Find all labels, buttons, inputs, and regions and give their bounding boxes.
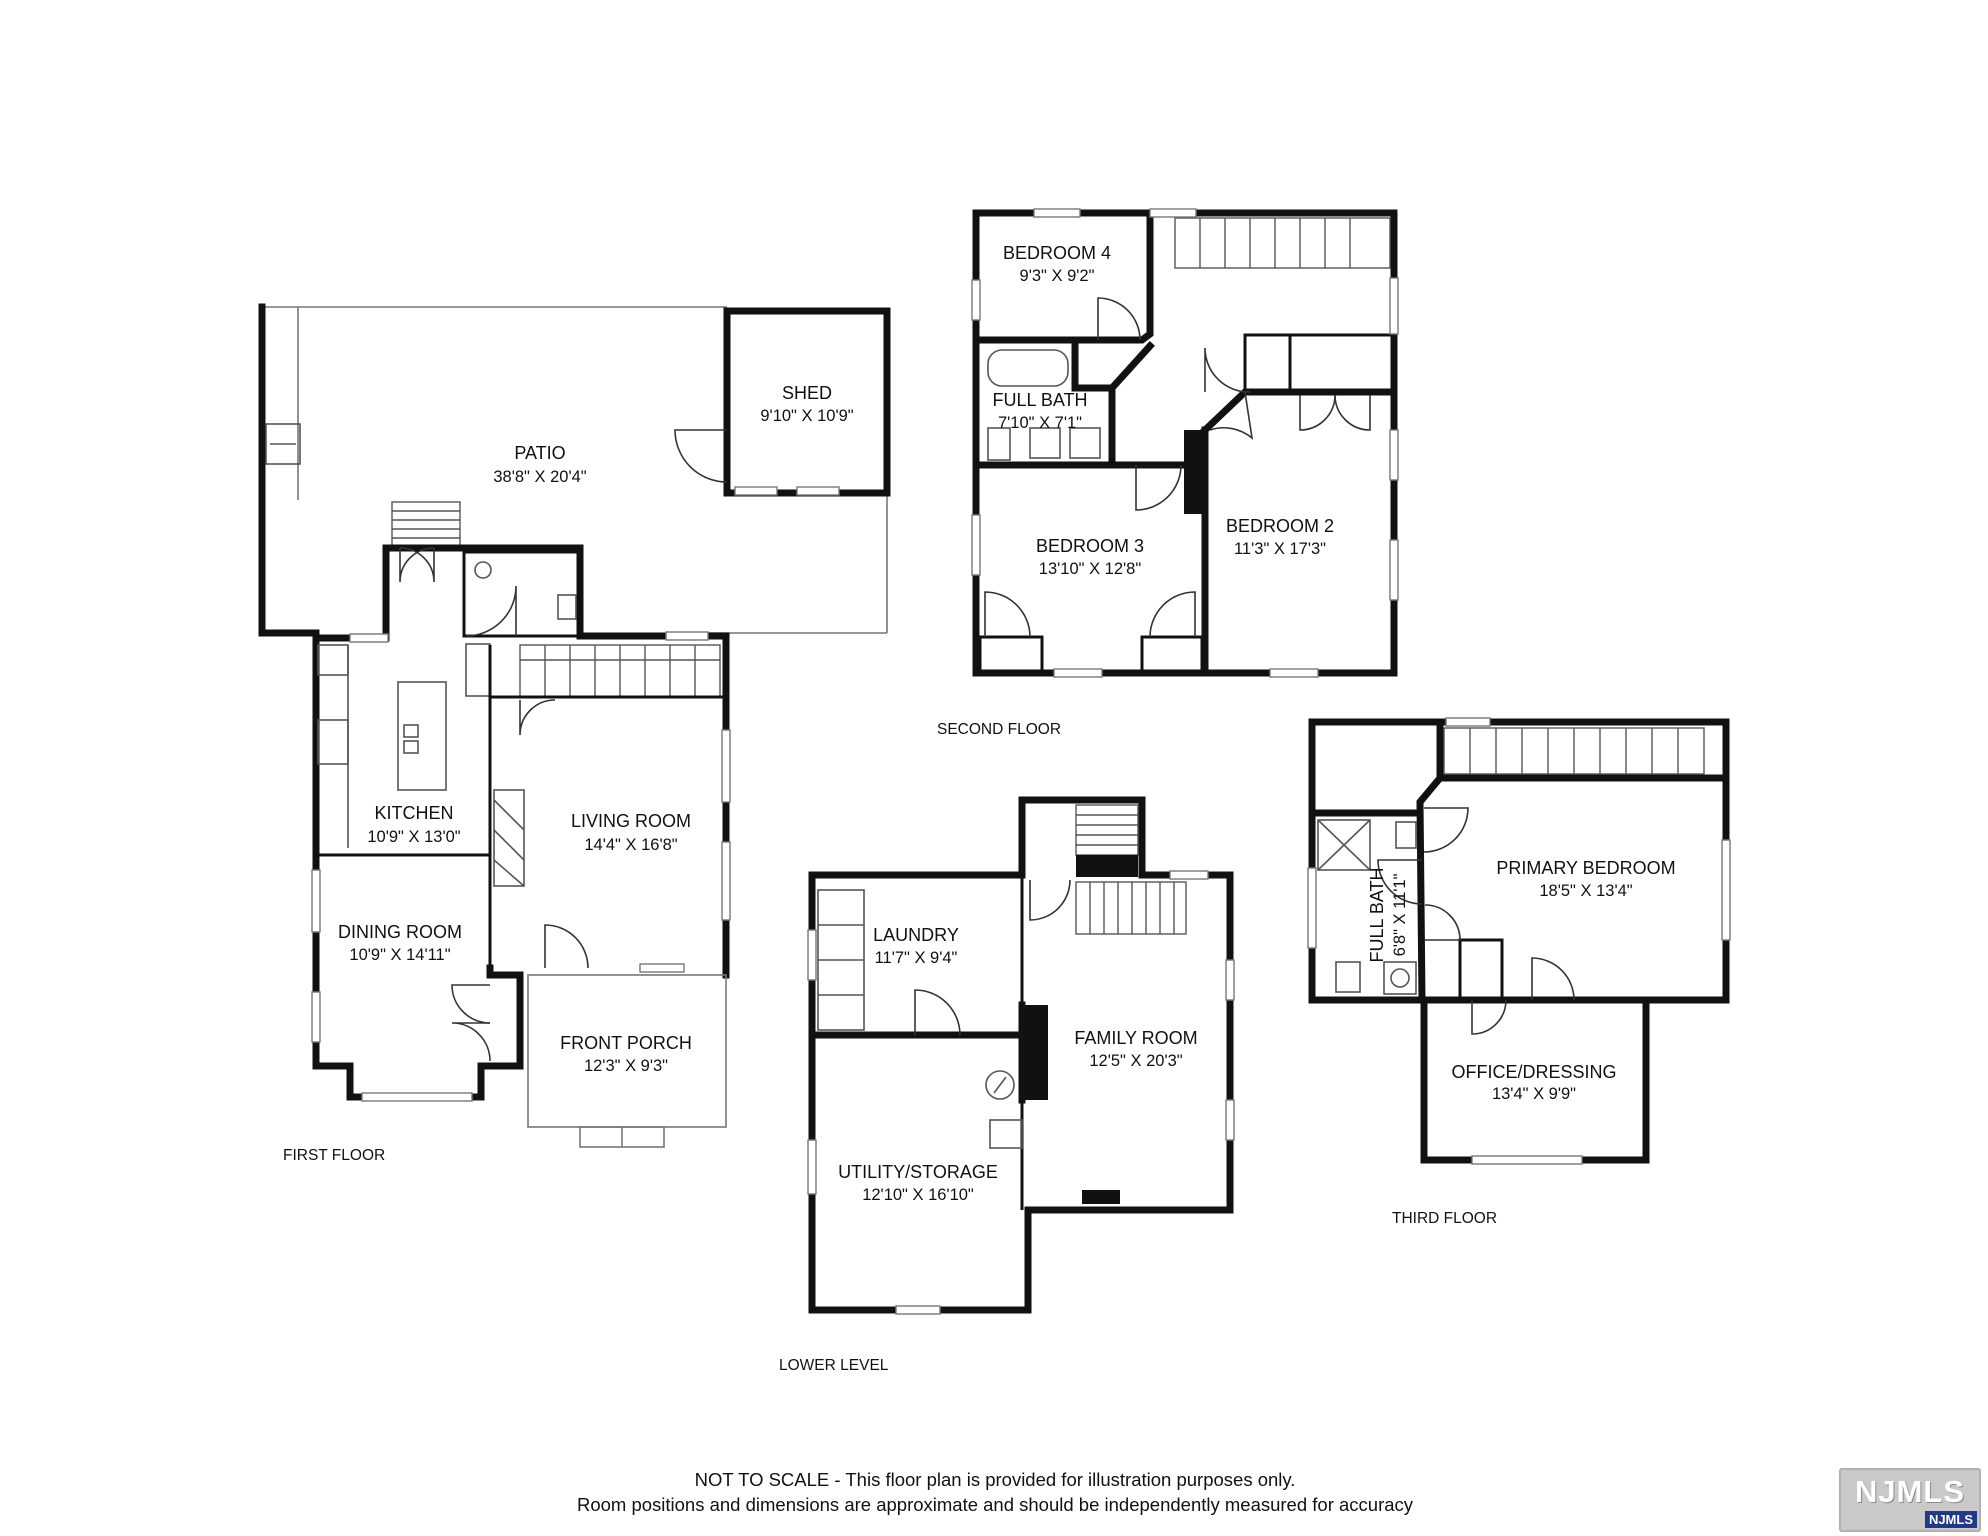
room-name-full-bath-third: FULL BATH bbox=[1367, 867, 1387, 962]
lower-level-plan bbox=[807, 796, 1235, 1315]
room-name-living-room: LIVING ROOM bbox=[571, 811, 691, 831]
room-dims-utility-storage: 12'10" X 16'10" bbox=[862, 1186, 974, 1204]
room-dims-bedroom-2: 11'3" X 17'3" bbox=[1234, 540, 1326, 558]
room-dims-patio: 38'8" X 20'4" bbox=[493, 468, 586, 486]
full-bath-third-label: FULL BATH 6'8" X 11'1" bbox=[1367, 867, 1409, 962]
floor-label-first: FIRST FLOOR bbox=[283, 1147, 385, 1164]
room-name-bedroom-4: BEDROOM 4 bbox=[1003, 243, 1111, 263]
room-name-kitchen: KITCHEN bbox=[374, 803, 453, 823]
logo-badge: NJMLS bbox=[1924, 1511, 1977, 1528]
room-name-office-dressing: OFFICE/DRESSING bbox=[1451, 1062, 1616, 1082]
floor-label-third: THIRD FLOOR bbox=[1392, 1210, 1497, 1227]
room-dims-family-room: 12'5" X 20'3" bbox=[1089, 1052, 1182, 1070]
room-name-full-bath-second: FULL BATH bbox=[992, 390, 1087, 410]
room-name-dining-room: DINING ROOM bbox=[338, 922, 462, 942]
room-name-utility-storage: UTILITY/STORAGE bbox=[838, 1162, 998, 1182]
room-dims-office-dressing: 13'4" X 9'9" bbox=[1492, 1085, 1576, 1103]
room-name-bedroom-3: BEDROOM 3 bbox=[1036, 536, 1144, 556]
room-name-family-room: FAMILY ROOM bbox=[1074, 1028, 1197, 1048]
room-dims-primary-bedroom: 18'5" X 13'4" bbox=[1539, 882, 1632, 900]
room-name-patio: PATIO bbox=[514, 443, 565, 463]
logo-text: NJMLS bbox=[1854, 1474, 1966, 1509]
floor-label-lower: LOWER LEVEL bbox=[779, 1357, 889, 1374]
room-dims-laundry: 11'7" X 9'4" bbox=[875, 949, 958, 967]
room-dims-full-bath-second: 7'10" X 7'1" bbox=[998, 414, 1082, 432]
room-dims-full-bath-third: 6'8" X 11'1" bbox=[1391, 873, 1409, 956]
njmls-logo: NJMLS NJMLS bbox=[1839, 1468, 1981, 1532]
disclaimer: NOT TO SCALE - This floor plan is provid… bbox=[450, 1467, 1540, 1517]
room-name-front-porch: FRONT PORCH bbox=[560, 1033, 692, 1053]
floor-label-second: SECOND FLOOR bbox=[937, 721, 1061, 738]
disclaimer-line-2: Room positions and dimensions are approx… bbox=[576, 1494, 1414, 1515]
first-floor-plan bbox=[258, 303, 891, 1148]
room-dims-kitchen: 10'9" X 13'0" bbox=[367, 828, 460, 846]
room-name-bedroom-2: BEDROOM 2 bbox=[1226, 516, 1334, 536]
room-dims-living-room: 14'4" X 16'8" bbox=[584, 836, 677, 854]
second-floor-plan bbox=[971, 208, 1399, 678]
disclaimer-line-1: NOT TO SCALE - This floor plan is provid… bbox=[694, 1469, 1296, 1490]
room-dims-bedroom-4: 9'3" X 9'2" bbox=[1020, 267, 1095, 285]
room-dims-dining-room: 10'9" X 14'11" bbox=[349, 946, 450, 964]
room-dims-front-porch: 12'3" X 9'3" bbox=[584, 1057, 668, 1075]
third-floor-plan bbox=[1307, 717, 1731, 1165]
room-name-primary-bedroom: PRIMARY BEDROOM bbox=[1496, 858, 1675, 878]
room-dims-shed: 9'10" X 10'9" bbox=[760, 407, 853, 425]
room-name-shed: SHED bbox=[782, 383, 832, 403]
room-name-laundry: LAUNDRY bbox=[873, 925, 959, 945]
room-dims-bedroom-3: 13'10" X 12'8" bbox=[1039, 560, 1142, 578]
